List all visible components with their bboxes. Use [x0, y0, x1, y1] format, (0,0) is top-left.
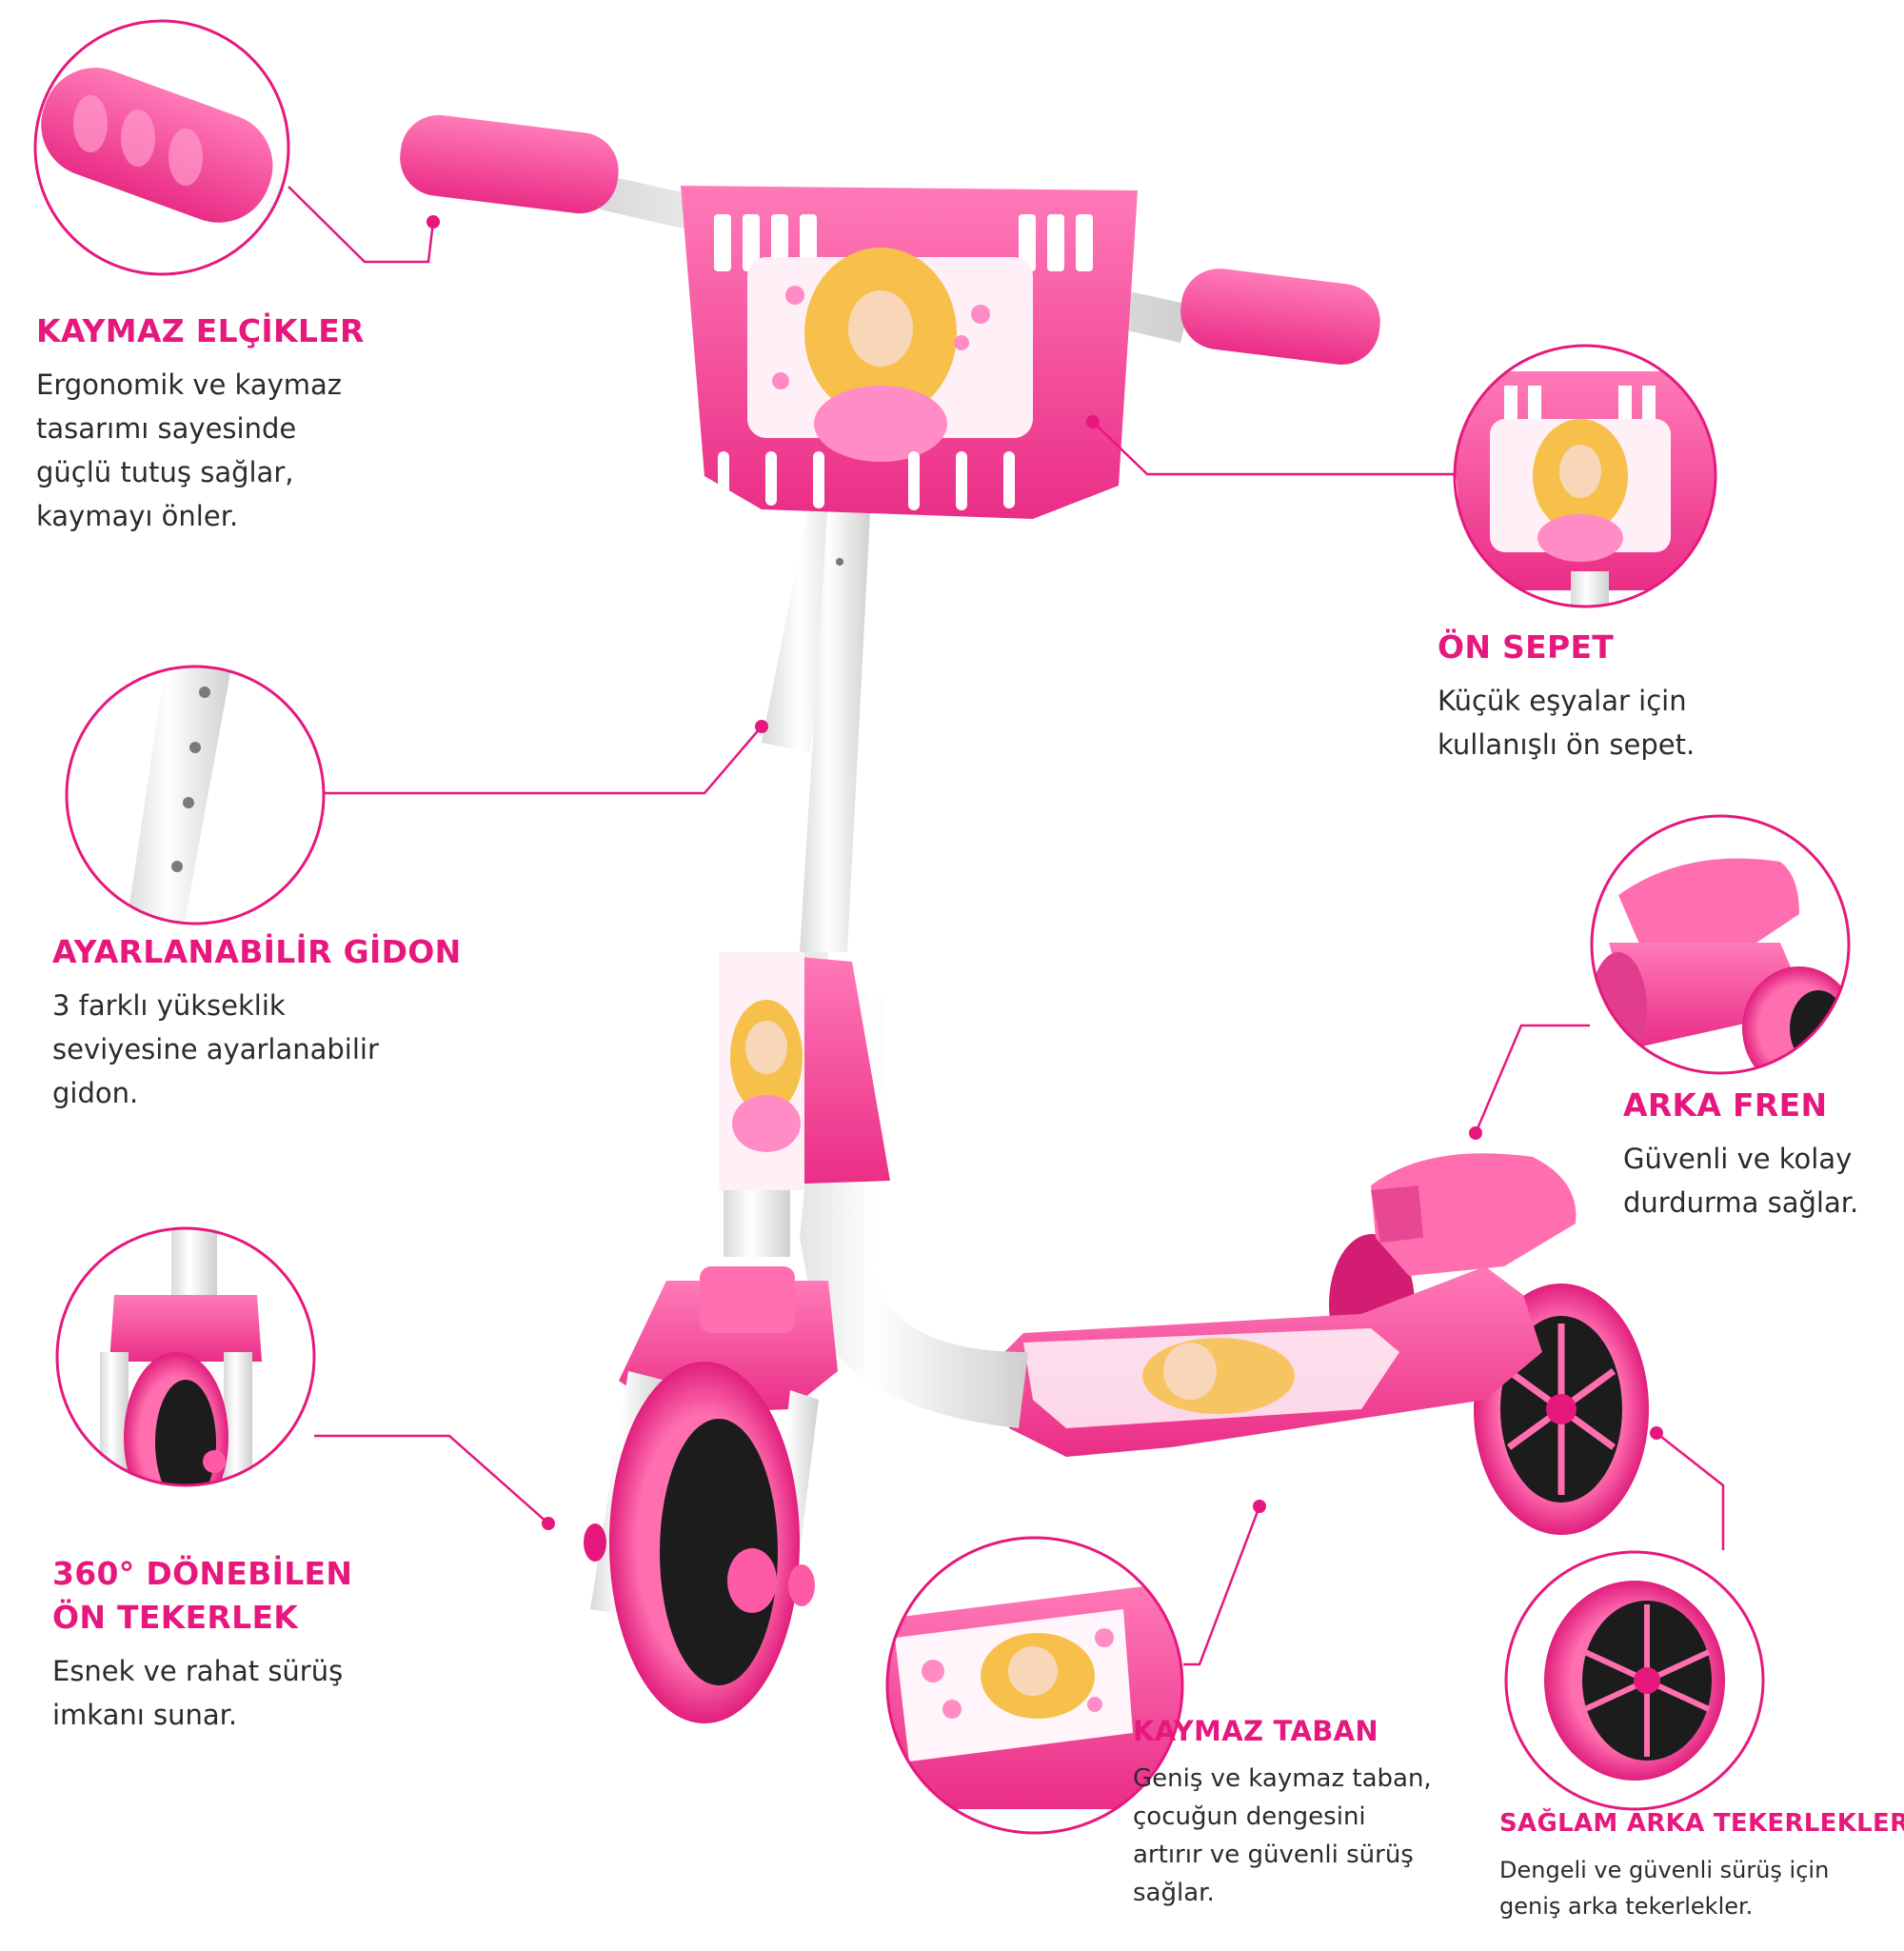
feature-title: SAĞLAM ARKA TEKERLEKLER — [1499, 1809, 1904, 1838]
feature-description: Küçük eşyalar için kullanışlı ön sepet. — [1438, 685, 1696, 761]
feature-description: Ergonomik ve kaymaz tasarımı sayesinde g… — [36, 368, 343, 532]
feature-description: 3 farklı yükseklik seviyesine ayarlanabi… — [52, 989, 379, 1109]
detail-circle-front-wheel — [55, 1226, 316, 1487]
feature-rear-wheels: SAĞLAM ARKA TEKERLEKLER Dengeli ve güven… — [1499, 1804, 1904, 1924]
feature-description: Güvenli ve kolay durdurma sağlar. — [1623, 1143, 1859, 1219]
scooter-image — [400, 114, 1649, 1723]
feature-handlebar: AYARLANABİLİR GİDON 3 farklı yükseklik s… — [52, 930, 500, 1115]
detail-circle-rear-wheels — [1504, 1550, 1765, 1811]
feature-title: AYARLANABİLİR GİDON — [52, 933, 462, 970]
detail-circle-grips — [33, 19, 290, 276]
detail-circle-handlebar — [65, 665, 326, 926]
feature-description: Dengeli ve güvenli sürüş için geniş arka… — [1499, 1857, 1830, 1920]
feature-description: Esnek ve rahat sürüş imkanı sunar. — [52, 1655, 344, 1731]
leader-lines — [288, 186, 1725, 1666]
feature-title: ARKA FREN — [1623, 1086, 1828, 1124]
feature-description: Geniş ve kaymaz taban, çocuğun dengesini… — [1133, 1764, 1432, 1907]
feature-title: KAYMAZ TABAN — [1133, 1715, 1378, 1747]
detail-circle-deck — [885, 1536, 1184, 1835]
feature-front-wheel: 360° DÖNEBİLEN ÖN TEKERLEK Esnek ve raha… — [52, 1552, 452, 1737]
feature-title: ÖN SEPET — [1438, 628, 1615, 666]
detail-circle-brake — [1590, 814, 1851, 1075]
feature-title: 360° DÖNEBİLEN ÖN TEKERLEK — [52, 1555, 353, 1636]
detail-circle-basket — [1453, 344, 1717, 608]
feature-deck: KAYMAZ TABAN Geniş ve kaymaz taban, çocu… — [1133, 1712, 1504, 1912]
feature-grips: KAYMAZ ELÇİKLER Ergonomik ve kaymaz tasa… — [36, 309, 436, 538]
feature-title: KAYMAZ ELÇİKLER — [36, 312, 365, 349]
leader-dots — [426, 215, 1663, 1530]
feature-brake: ARKA FREN Güvenli ve kolay durdurma sağl… — [1623, 1084, 1899, 1224]
feature-basket: ÖN SEPET Küçük eşyalar için kullanışlı ö… — [1438, 626, 1837, 766]
